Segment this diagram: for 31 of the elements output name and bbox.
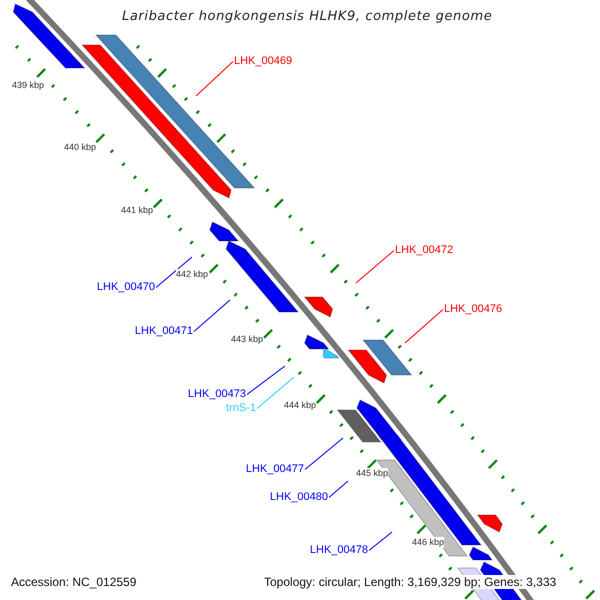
leader-line [256, 376, 294, 409]
leader-line [194, 300, 230, 332]
footer-text: Accession: NC_012559 [9, 575, 138, 589]
scale-label: 446 kbp [412, 537, 444, 548]
scale-label: 442 kbp [176, 269, 208, 280]
leader-line [328, 480, 348, 498]
gene-label: LHK_00471 [134, 325, 193, 338]
gene-label: LHK_00476 [444, 303, 502, 316]
gene-label: trnS-1 [226, 402, 256, 415]
scale-label: 440 kbp [64, 142, 96, 153]
gene-label: LHK_00470 [96, 281, 155, 294]
gene-label: LHK_00477 [246, 463, 304, 476]
leader-line [404, 309, 444, 344]
leader-line [304, 438, 344, 470]
footer-text: Topology: circular; Length: 3,169,329 bp; Genes: 3,333 [262, 575, 558, 589]
gene-label: LHK_00472 [395, 244, 454, 257]
leader-line [246, 366, 286, 395]
gene-label: LHK_00480 [270, 491, 328, 504]
scale-label: 441 kbp [121, 205, 154, 216]
scale-label: 444 kbp [284, 400, 316, 411]
gene-label: LHK_00469 [234, 55, 292, 68]
gene-label: LHK_00473 [188, 388, 246, 401]
leader-line [196, 61, 234, 96]
scale-label: 445 kbp [356, 468, 388, 479]
scale-label: 443 kbp [231, 334, 264, 345]
gene-label: LHK_00478 [310, 544, 368, 557]
scale-label: 439 kbp [12, 80, 44, 91]
leader-line [356, 250, 394, 284]
diagram-title: Laribacter hongkongensis HLHK9, complete genome [122, 9, 492, 24]
leader-line [368, 532, 392, 551]
leader-line [156, 256, 192, 288]
